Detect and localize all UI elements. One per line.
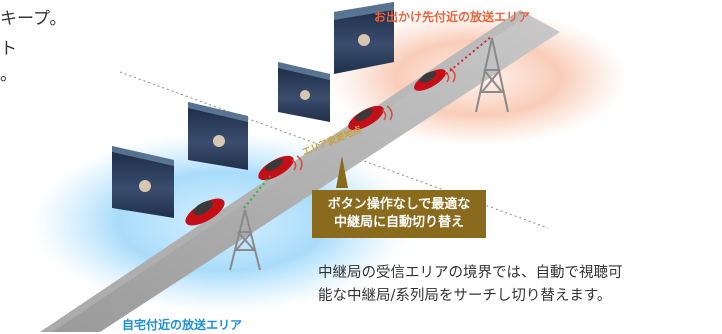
description-text: 中継局の受信エリアの境界では、自動で視聴可 能な中継局/系列局をサーチし切り替え… <box>318 262 623 308</box>
car-icon <box>348 105 393 131</box>
car-icon <box>185 198 225 226</box>
auto-switch-callout: ボタン操作なしで最適な 中継局に自動切り替え <box>312 190 486 238</box>
home-area-label: 自宅付近の放送エリア <box>122 318 243 332</box>
tv-screen-icon <box>188 102 248 170</box>
callout-line-2: 中継局に自動切り替え <box>333 215 464 230</box>
description-line-2: 能な中継局/系列局をサーチし切り替えます。 <box>318 288 612 304</box>
tv-screen-icon <box>334 2 394 74</box>
area-boundary-line <box>119 71 549 229</box>
description-line-1: 中継局の受信エリアの境界では、自動で視聴可 <box>318 265 623 281</box>
car-icon <box>258 155 303 181</box>
intro-text-line-2: ト <box>0 39 17 59</box>
intro-text-line-3: 。 <box>0 65 17 85</box>
broadcast-tower-icon <box>475 37 509 113</box>
tv-screen-icon <box>278 62 330 122</box>
destination-area-label: お出かけ先付近の放送エリア <box>374 10 531 24</box>
broadcast-tower-icon <box>229 209 261 271</box>
car-icon <box>414 67 456 91</box>
callout-line-1: ボタン操作なしで最適な <box>327 197 471 212</box>
intro-text-line-1: キープ。 <box>0 9 67 29</box>
tv-screen-icon <box>112 146 174 218</box>
